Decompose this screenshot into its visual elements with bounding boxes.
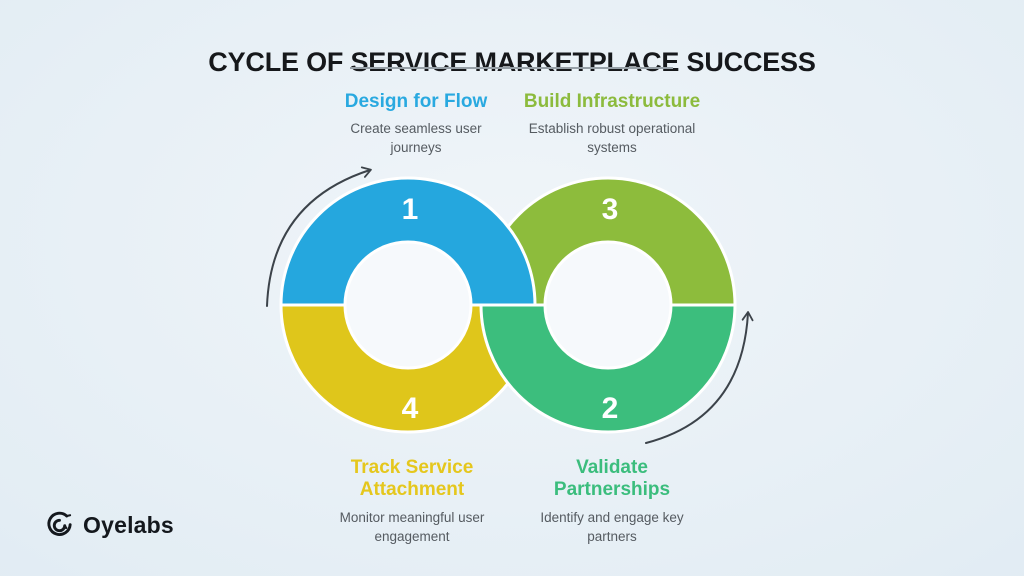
step-2-number: 2	[602, 392, 619, 425]
logo-wordmark: Oyelabs	[83, 512, 174, 538]
step-3-label-block: Build Infrastructure Establish robust op…	[497, 91, 727, 158]
step-2-description: Identify and engage key partners	[540, 509, 684, 544]
step-2-label-block: Validate Partnerships Identify and engag…	[502, 457, 722, 547]
page-title: CYCLE OF SERVICE MARKETPLACE SUCCESS	[208, 47, 816, 78]
flow-arrow-right-icon	[645, 311, 754, 444]
step-1-number: 1	[402, 193, 419, 226]
segment-1-design-for-flow	[279, 176, 537, 307]
segment-2-validate-partnerships	[479, 303, 737, 434]
segment-3-build-infrastructure	[479, 176, 737, 307]
segment-4-track-service-attachment	[279, 303, 537, 434]
step-2-title: Validate Partnerships	[553, 457, 671, 501]
step-4-description: Monitor meaningful user engagement	[339, 509, 485, 544]
step-4-label-block: Track Service Attachment Monitor meaning…	[302, 457, 522, 547]
flow-arrow-left-icon	[266, 166, 372, 307]
step-1-label-block: Design for Flow Create seamless user jou…	[306, 91, 526, 158]
step-4-title: Track Service Attachment	[350, 457, 474, 501]
logo-swirl-icon	[47, 511, 72, 536]
title-underline	[350, 67, 673, 69]
step-4-number: 4	[402, 392, 419, 425]
right-ring-hole	[542, 239, 674, 371]
step-1-title: Design for Flow	[344, 91, 488, 112]
step-3-title: Build Infrastructure	[523, 91, 701, 112]
oyelabs-logo: Oyelabs	[44, 510, 174, 541]
step-3-number: 3	[602, 193, 619, 226]
left-ring-hole	[342, 239, 474, 371]
step-3-description: Establish robust operational systems	[528, 121, 696, 156]
step-1-description: Create seamless user journeys	[350, 121, 482, 156]
